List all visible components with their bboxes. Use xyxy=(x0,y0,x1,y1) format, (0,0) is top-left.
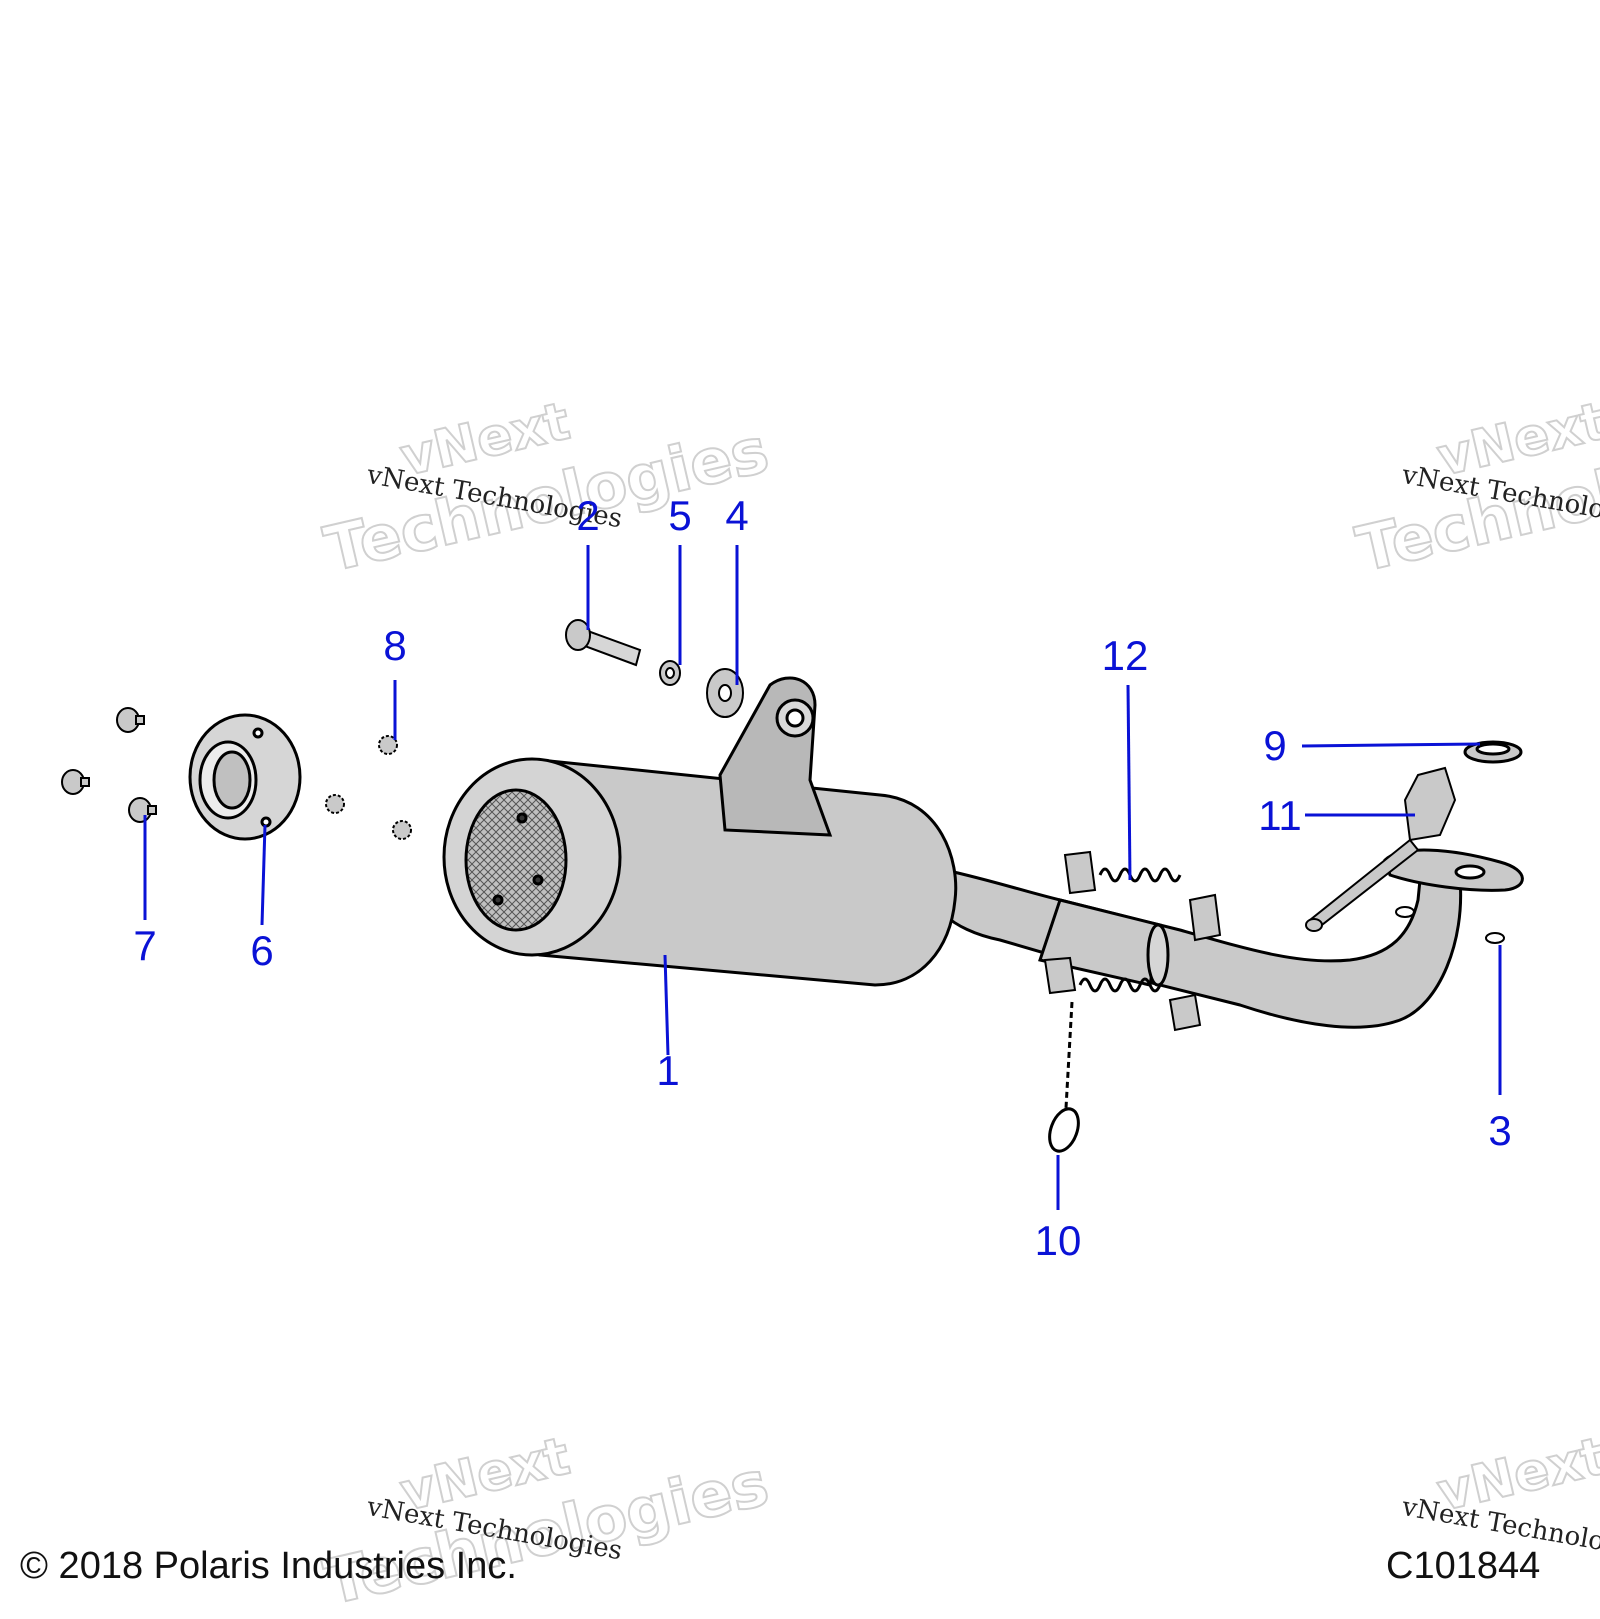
callout-11: 11 xyxy=(1258,792,1302,839)
callout-6: 6 xyxy=(250,927,274,974)
head-pipe xyxy=(943,848,1524,1029)
callout-12: 12 xyxy=(1101,632,1149,679)
seal-ring xyxy=(1048,1001,1080,1153)
copyright-text: © 2018 Polaris Industries Inc. xyxy=(20,1545,517,1587)
figure-id: C101844 xyxy=(1386,1545,1541,1587)
callout-8: 8 xyxy=(383,622,407,669)
leader-lines xyxy=(143,545,1502,1210)
clips xyxy=(1395,906,1505,944)
oxygen-sensor xyxy=(1305,766,1457,932)
bolt xyxy=(565,619,642,667)
lock-washer xyxy=(659,660,681,686)
star-washers xyxy=(325,735,412,840)
callout-2: 2 xyxy=(576,492,600,539)
callout-3: 3 xyxy=(1488,1107,1512,1154)
callout-4: 4 xyxy=(725,492,749,539)
screws xyxy=(61,707,157,823)
callout-1: 1 xyxy=(656,1047,680,1094)
spark-arrestor-cap xyxy=(188,713,302,841)
spring-clamp xyxy=(1043,850,1222,1032)
callout-9: 9 xyxy=(1263,722,1287,769)
callout-10: 10 xyxy=(1034,1217,1082,1264)
muffler-body xyxy=(442,757,958,987)
gasket xyxy=(1463,740,1523,764)
callout-5: 5 xyxy=(668,492,692,539)
callout-7: 7 xyxy=(133,922,157,969)
mounting-bracket xyxy=(718,676,833,837)
washer xyxy=(706,668,744,718)
